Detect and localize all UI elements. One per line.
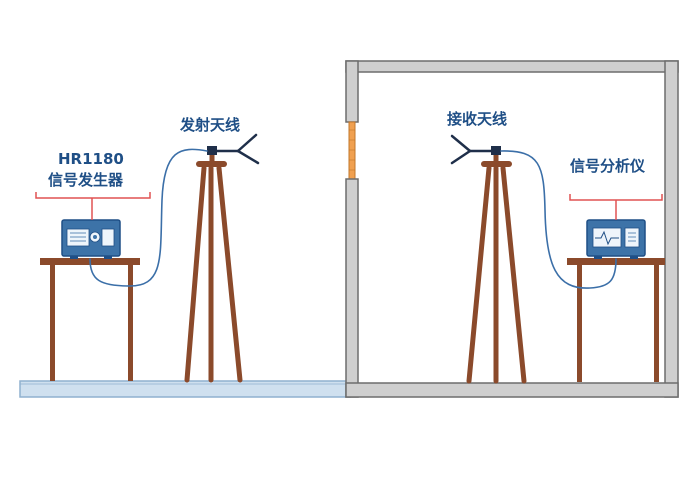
rx-antenna-label: 接收天线: [447, 110, 508, 128]
signal-analyzer-device: [586, 219, 646, 259]
shielded-room: [345, 60, 679, 398]
floor-outside: [19, 380, 351, 398]
right-table: [567, 258, 665, 382]
tx-tripod: [184, 149, 243, 383]
rx-cable: [500, 150, 617, 289]
rx-antenna: [450, 134, 502, 165]
analyzer-name-label: 信号分析仪: [570, 157, 646, 175]
label-brackets: [35, 192, 663, 220]
signal-generator-device: [61, 219, 121, 259]
tx-antenna-label: 发射天线: [180, 116, 241, 134]
wall-aperture: [348, 121, 356, 180]
analyzer-bracket: [569, 194, 663, 201]
generator-bracket: [35, 192, 151, 199]
generator-name-label: 信号发生器: [48, 171, 124, 189]
tx-cable: [89, 148, 208, 287]
rx-tripod: [466, 149, 527, 384]
generator-model-label: HR1180: [58, 150, 124, 168]
left-table: [40, 258, 140, 381]
cables: [89, 148, 617, 289]
tx-antenna: [206, 133, 260, 165]
